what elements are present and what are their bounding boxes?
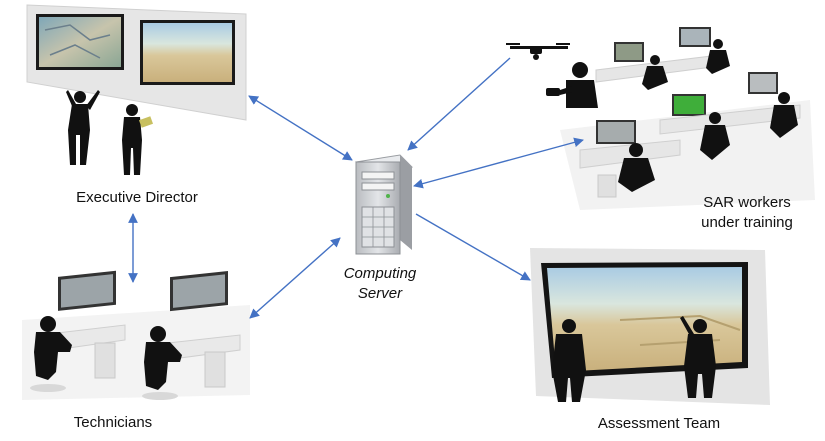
technicians-scene	[22, 270, 250, 400]
director-silhouette	[66, 90, 100, 165]
technicians-label: Technicians	[73, 414, 153, 431]
sar-row-back	[595, 27, 730, 90]
tech-workstation-2	[142, 271, 241, 400]
connection-arrows	[128, 57, 584, 319]
assistant-silhouette	[122, 104, 154, 175]
arrow-drone-server	[407, 57, 511, 151]
assessor-silhouette-right	[680, 316, 716, 398]
arrow-server-executive	[248, 95, 353, 161]
assessor-silhouette-left	[552, 319, 586, 402]
arrow-server-assessment	[415, 213, 531, 281]
assessment-team-label: Assessment Team	[597, 415, 721, 432]
drone-pilot-silhouette	[546, 62, 598, 108]
sar-row-middle	[659, 72, 801, 160]
drone-icon	[506, 43, 570, 60]
arrow-server-technicians	[249, 237, 341, 319]
sar-row-front	[579, 120, 681, 198]
computing-server-label-line1: Computing	[343, 265, 417, 282]
sar-workers-scene	[560, 27, 815, 210]
assessment-team-scene	[530, 248, 770, 405]
executive-director-scene	[26, 4, 247, 175]
computing-server-label-line2: Server	[357, 285, 403, 302]
executive-director-label: Executive Director	[76, 189, 198, 206]
server-icon	[354, 154, 414, 255]
computing-server-label: Computing Server	[330, 264, 430, 304]
tech-workstation-1	[30, 270, 126, 392]
arrow-server-sar	[413, 137, 584, 189]
sar-workers-label-line1: SAR workers	[703, 194, 791, 211]
sar-workers-label: SAR workers under training	[688, 193, 806, 233]
sar-workers-label-line2: under training	[701, 214, 793, 231]
